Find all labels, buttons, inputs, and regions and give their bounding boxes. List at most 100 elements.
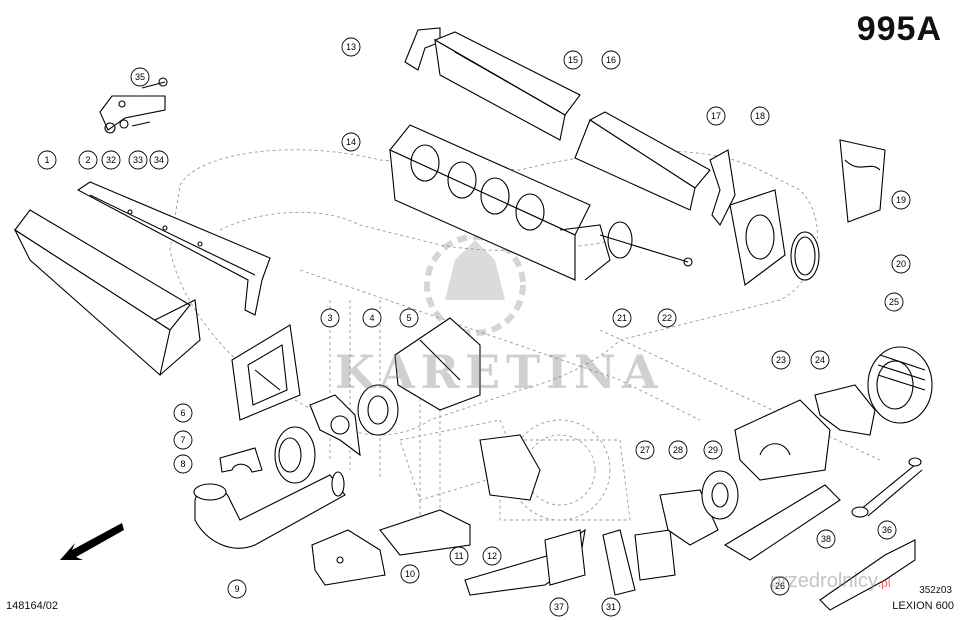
callout-number: 10 xyxy=(405,569,415,579)
callout-circle xyxy=(341,37,361,57)
callout-number: 12 xyxy=(487,551,497,561)
callout-number: 1 xyxy=(44,155,49,165)
callout-37: 37 xyxy=(549,597,569,617)
part-35-bracket xyxy=(99,77,168,134)
callout-circle xyxy=(770,576,790,596)
callout-34: 34 xyxy=(149,150,169,170)
callout-circle xyxy=(173,430,193,450)
callout-19: 19 xyxy=(891,190,911,210)
part-16-channel xyxy=(574,111,711,211)
callout-22: 22 xyxy=(657,308,677,328)
callout-circle xyxy=(884,292,904,312)
logo-watermark: KARETINA xyxy=(335,345,664,399)
callout-circle xyxy=(601,50,621,70)
callout-number: 9 xyxy=(234,584,239,594)
callout-circle xyxy=(227,579,247,599)
part-2-plate xyxy=(76,181,271,316)
part-17-bracket xyxy=(709,149,736,227)
callout-number: 32 xyxy=(106,155,116,165)
part-36-bolt xyxy=(851,457,923,518)
callout-number: 25 xyxy=(889,297,899,307)
callout-number: 21 xyxy=(617,313,627,323)
site-watermark: przedrolnicy.pl xyxy=(770,570,891,593)
callout-35: 35 xyxy=(130,67,150,87)
callout-number: 17 xyxy=(711,111,721,121)
part-13-bracket xyxy=(404,27,441,71)
callout-circle xyxy=(37,150,57,170)
callout-number: 11 xyxy=(454,551,463,561)
callout-circle xyxy=(816,529,836,549)
callout-10: 10 xyxy=(400,564,420,584)
callout-circle xyxy=(891,254,911,274)
callout-circle xyxy=(341,132,361,152)
callout-circle xyxy=(173,403,193,423)
callout-7: 7 xyxy=(173,430,193,450)
drawing-number: 148164/02 xyxy=(6,600,58,612)
part-38-bracket xyxy=(819,539,916,611)
part-9-bent-pipe xyxy=(193,471,346,549)
part-29-disc xyxy=(701,470,739,520)
callout-circle xyxy=(750,106,770,126)
callout-number: 28 xyxy=(673,445,683,455)
callout-circle xyxy=(362,308,382,328)
callout-20: 20 xyxy=(891,254,911,274)
callout-23: 23 xyxy=(771,350,791,370)
callout-27: 27 xyxy=(635,440,655,460)
part-6-flange xyxy=(231,324,301,421)
callout-circle xyxy=(703,440,723,460)
callout-26: 26 xyxy=(770,576,790,596)
callout-number: 31 xyxy=(606,602,616,612)
part-37-tray xyxy=(464,528,586,596)
callout-circle xyxy=(563,50,583,70)
part-21-disc xyxy=(607,221,633,259)
callout-number: 18 xyxy=(755,111,765,121)
part-24-bracket xyxy=(814,384,876,436)
callout-29: 29 xyxy=(703,440,723,460)
callout-circle xyxy=(399,308,419,328)
watermark-logo-icon xyxy=(424,234,526,336)
callout-15: 15 xyxy=(563,50,583,70)
callout-9: 9 xyxy=(227,579,247,599)
model-name: LEXION 600 xyxy=(892,600,954,612)
part-22-bolt xyxy=(599,234,693,267)
callout-6: 6 xyxy=(173,403,193,423)
callout-number: 19 xyxy=(896,195,906,205)
callout-number: 29 xyxy=(708,445,718,455)
callout-16: 16 xyxy=(601,50,621,70)
callout-8: 8 xyxy=(173,454,193,474)
callout-25: 25 xyxy=(884,292,904,312)
part-25-ring xyxy=(867,346,933,424)
callout-circle xyxy=(549,597,569,617)
part-3-bracket xyxy=(309,394,361,457)
callout-circle xyxy=(612,308,632,328)
callout-number: 15 xyxy=(568,55,578,65)
callout-circle xyxy=(320,308,340,328)
callout-circle xyxy=(128,150,148,170)
part-23-cover xyxy=(734,399,831,481)
site-watermark-suffix: .pl xyxy=(877,576,891,590)
part-27-plate xyxy=(634,529,676,581)
callout-number: 4 xyxy=(369,313,374,323)
part-14-panel xyxy=(389,124,611,281)
callout-number: 20 xyxy=(896,259,906,269)
part-18-flange xyxy=(729,189,786,286)
callout-number: 33 xyxy=(133,155,143,165)
callout-4: 4 xyxy=(362,308,382,328)
callout-number: 7 xyxy=(180,435,185,445)
callout-circle xyxy=(101,150,121,170)
part-7-ring xyxy=(274,426,316,484)
callout-number: 3 xyxy=(327,313,332,323)
callout-number: 24 xyxy=(815,355,825,365)
callout-number: 35 xyxy=(135,72,145,82)
page-code: 995A xyxy=(856,10,942,48)
callout-number: 8 xyxy=(180,459,185,469)
callout-circle xyxy=(877,520,897,540)
callout-28: 28 xyxy=(668,440,688,460)
callout-36: 36 xyxy=(877,520,897,540)
part-8-clamp xyxy=(219,447,263,473)
callout-11: 11 xyxy=(449,546,469,566)
part-10-bracket xyxy=(311,529,386,586)
part-1-trough xyxy=(13,209,201,377)
